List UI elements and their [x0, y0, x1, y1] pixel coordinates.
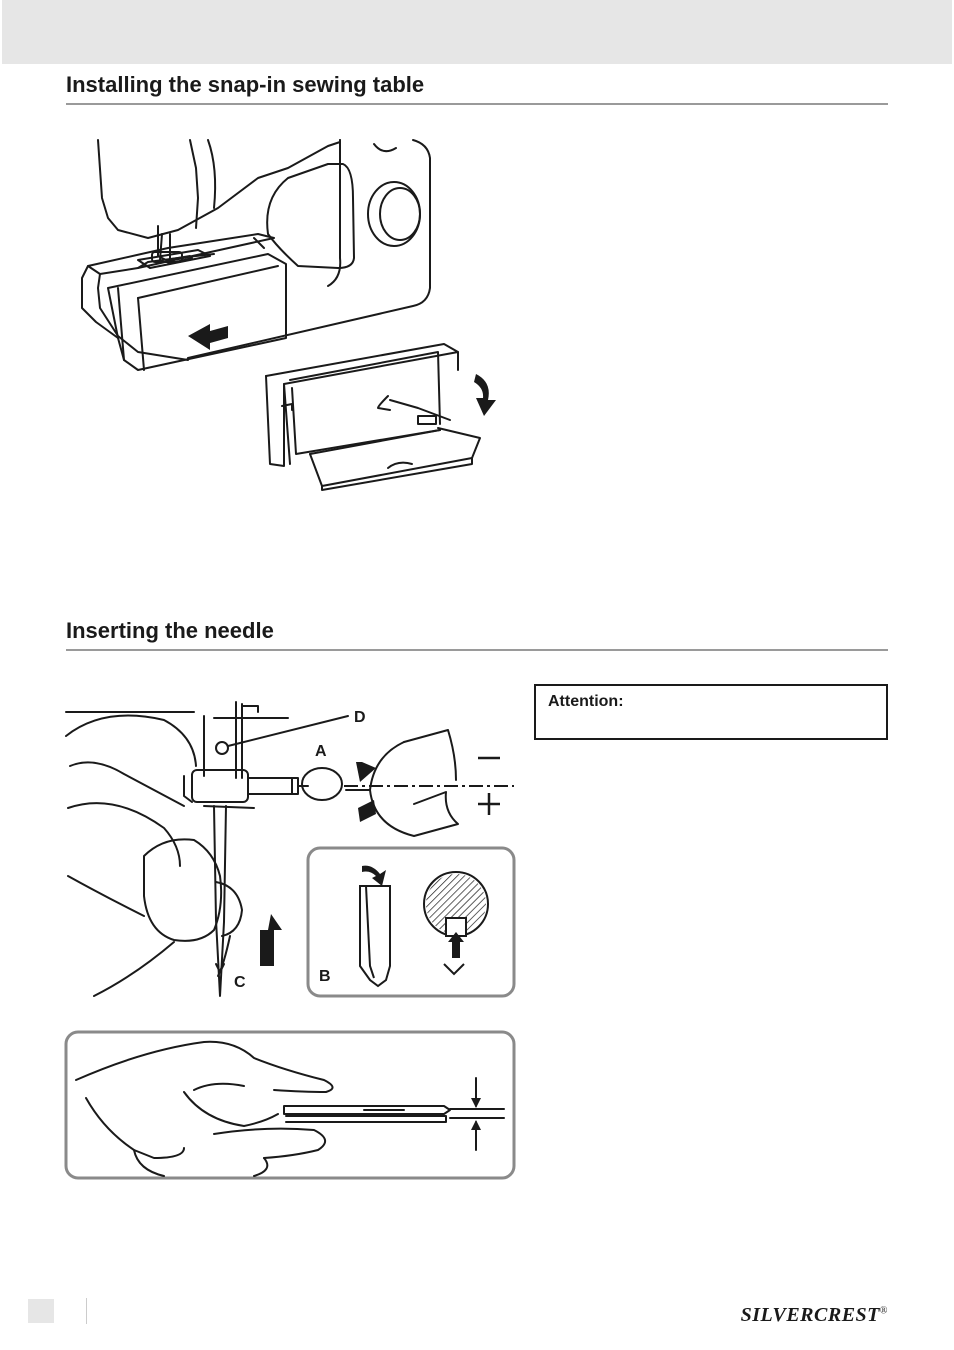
brand-logo: SILVERCREST® [741, 1304, 888, 1327]
page-number-tab [28, 1299, 54, 1323]
label-a: A [315, 743, 327, 760]
brand-name: SILVERCREST [740, 1304, 880, 1326]
needle-insertion-illustration: D A B C [65, 701, 516, 998]
label-b: B [319, 968, 331, 985]
needle-check-illustration [64, 1030, 516, 1180]
sewing-table-illustration [81, 139, 496, 491]
page-footer-divider [86, 1298, 87, 1324]
label-d: D [354, 709, 366, 726]
attention-box: Attention: [534, 684, 888, 740]
section-title-inserting-needle: Inserting the needle [66, 618, 888, 651]
label-c: C [234, 974, 246, 991]
header-band [2, 0, 952, 64]
registered-mark: ® [879, 1305, 888, 1317]
attention-label: Attention: [548, 693, 624, 710]
section-title-sewing-table: Installing the snap-in sewing table [66, 72, 888, 105]
